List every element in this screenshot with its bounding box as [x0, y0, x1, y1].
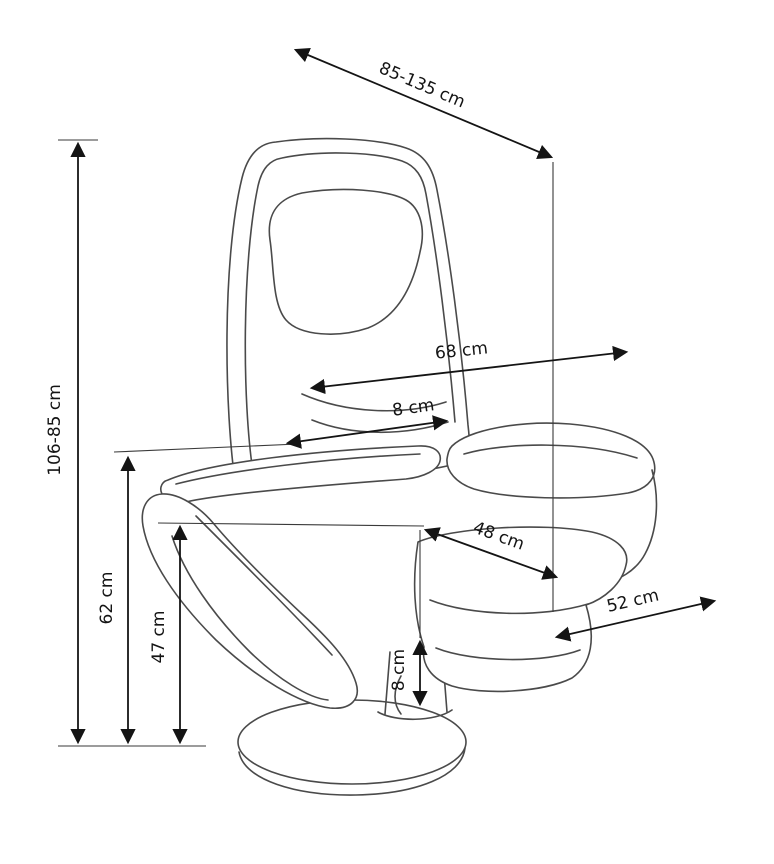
base-ring [237, 699, 467, 785]
dimension-label-seat-depth: 52 cm [605, 585, 661, 616]
wing-fold-seam-1 [195, 515, 333, 656]
dimension-arrow-seat-depth [554, 596, 717, 642]
dimension-arrow-reach [293, 47, 554, 160]
right-armrest-pad-seam [463, 444, 638, 459]
base-rim [238, 747, 466, 796]
dimension-label-armrest-height: 62 cm [97, 572, 117, 625]
right-armrest-pad [446, 422, 656, 499]
pedestal-left-edge [384, 651, 391, 715]
left-armrest-pad-seam [175, 453, 421, 485]
headrest-cushion [268, 188, 424, 335]
extension-line-seat-level [157, 522, 425, 527]
dimension-arrow-seat-width [423, 527, 559, 580]
chair-illustration [141, 137, 658, 796]
recline-lever [394, 675, 402, 715]
footrest-seam-lower [435, 647, 581, 661]
dimension-label-seat-height: 47 cm [149, 611, 169, 664]
dimension-arrow-armrest-thickness [285, 415, 449, 449]
pedestal-foot [377, 709, 453, 721]
left-armrest-wing [141, 493, 358, 709]
dimension-label-back-width: 68 cm [434, 338, 489, 363]
left-armrest-pad [160, 445, 442, 504]
dimension-label-reach: 85-135 cm [376, 58, 468, 112]
dimension-lines [58, 47, 717, 747]
lumbar-stitch-upper [301, 393, 447, 412]
dimension-label-height: 106-85 cm [45, 384, 65, 476]
dimension-label-base-gap: 8 cm [389, 649, 409, 691]
extension-line-armrest [113, 443, 299, 453]
dimension-arrow-back-width [309, 345, 629, 395]
